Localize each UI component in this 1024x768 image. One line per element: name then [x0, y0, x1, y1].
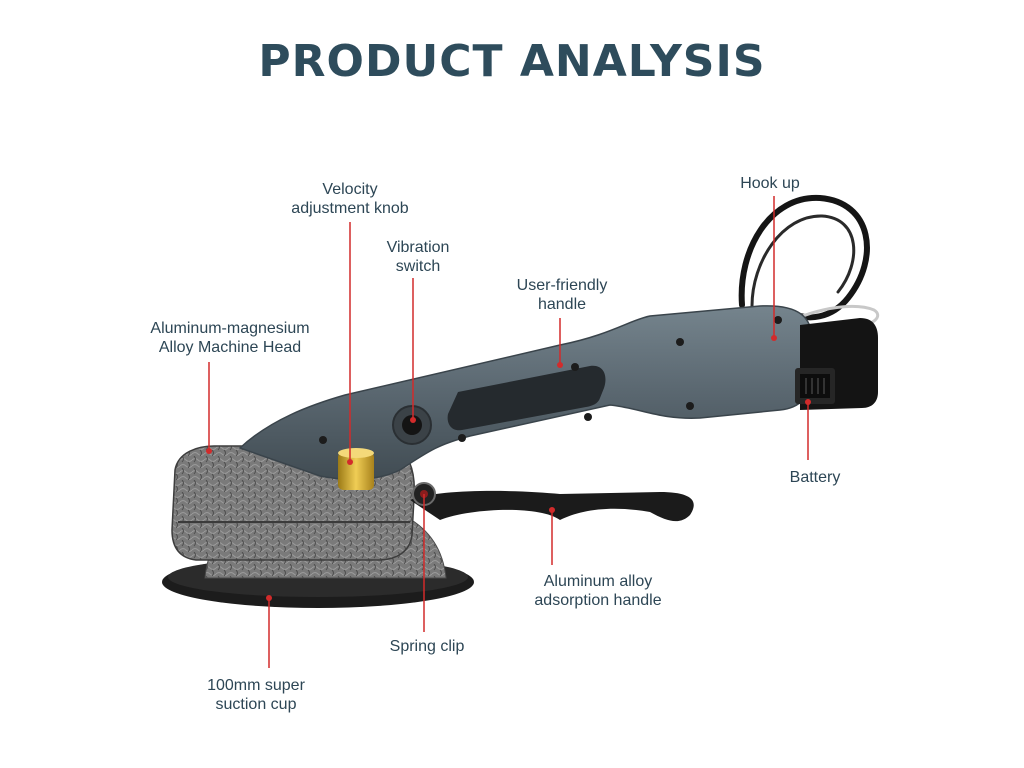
- adsorption-handle: [410, 490, 694, 522]
- label-user-friendly-handle: User-friendly handle: [516, 277, 608, 313]
- leader-lines: [208, 196, 809, 668]
- leader-dots: [206, 335, 811, 601]
- label-vibration-switch: Vibration switch: [386, 239, 450, 275]
- label-velocity-knob: Velocity adjustment knob: [291, 181, 409, 217]
- page-title: PRODUCT ANALYSIS: [258, 36, 766, 87]
- hanging-strap-inner: [750, 214, 856, 308]
- label-battery: Battery: [789, 469, 841, 486]
- grip-pad: [447, 365, 606, 431]
- label-machine-head: Aluminum-magnesium Alloy Machine Head: [150, 320, 310, 356]
- velocity-knob: [338, 452, 374, 490]
- hanging-strap: [738, 194, 870, 321]
- label-adsorption-handle: Aluminum alloy adsorption handle: [534, 573, 662, 609]
- label-spring-clip: Spring clip: [389, 638, 465, 655]
- label-suction-cup: 100mm super suction cup: [207, 677, 305, 713]
- label-hook-up: Hook up: [740, 175, 800, 192]
